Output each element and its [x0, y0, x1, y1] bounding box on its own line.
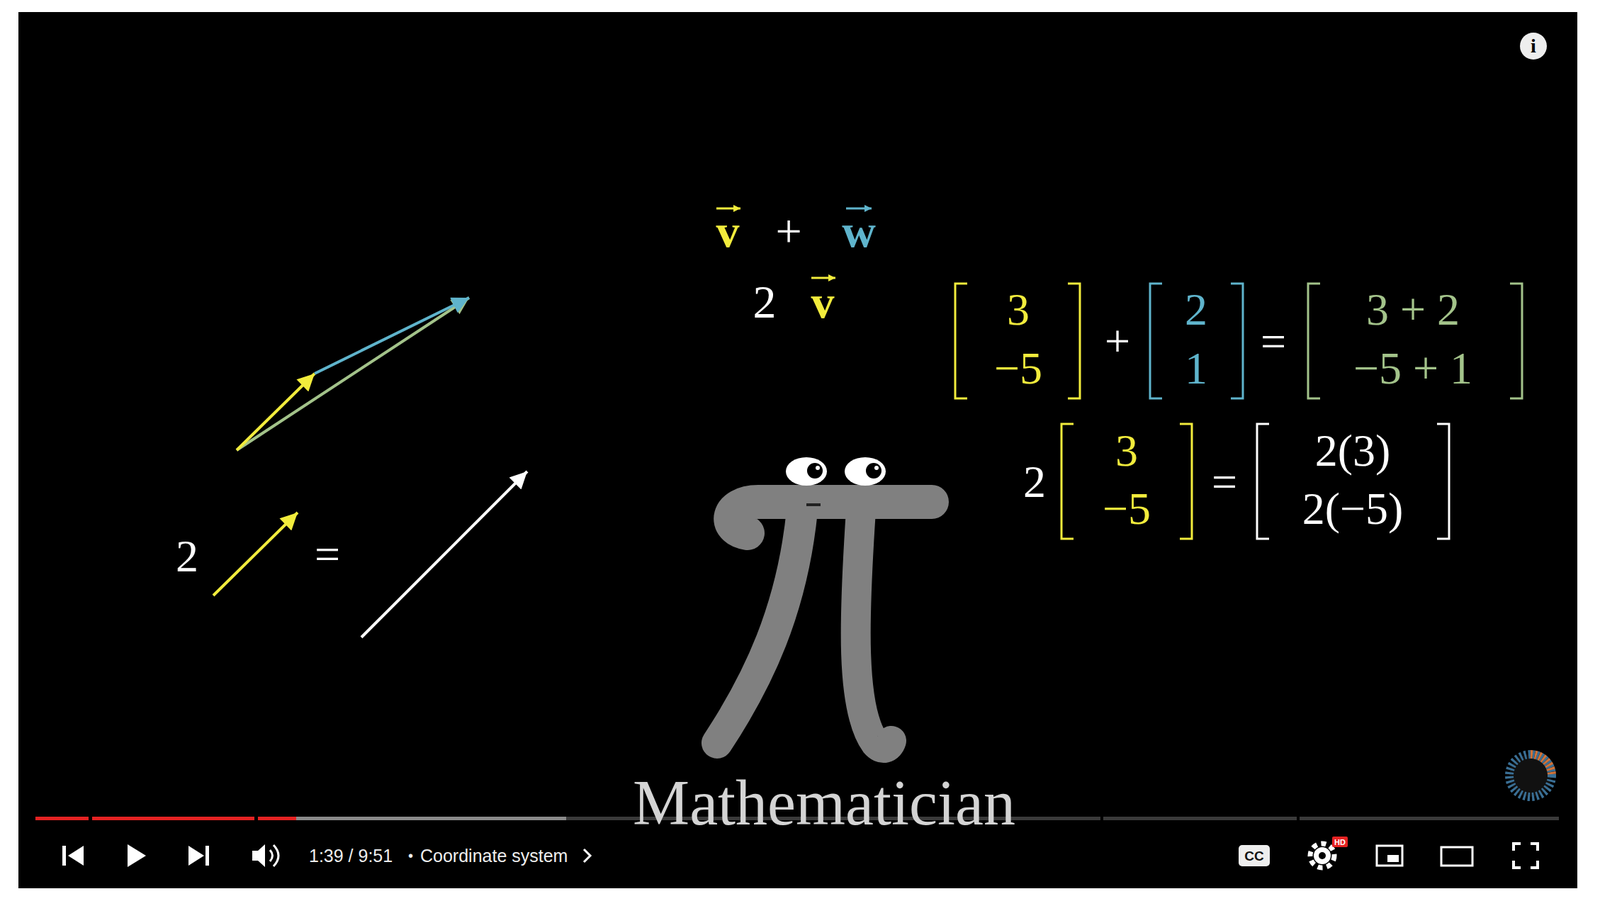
vector-w — [314, 297, 470, 374]
matrix-entry: −5 — [994, 345, 1043, 392]
operator: = — [314, 531, 341, 577]
operator: + — [775, 207, 802, 255]
operator: = — [1211, 459, 1238, 505]
info-icon-letter: i — [1530, 36, 1537, 56]
loading-spinner — [1509, 753, 1552, 797]
scalar: 2 — [1023, 459, 1046, 505]
operator: + — [1104, 318, 1131, 365]
vector-symbol: v — [716, 207, 740, 255]
video-background — [18, 12, 1578, 888]
matrix-entry: 3 + 2 — [1366, 286, 1460, 333]
matrix-entry: 1 — [1184, 345, 1208, 392]
matrix-entry: 3 — [1115, 427, 1138, 474]
captions-button-text: CC — [1244, 848, 1264, 863]
matrix-entry: 2 — [1184, 286, 1208, 333]
scalar: 2 — [753, 278, 777, 326]
matrix-entry: 3 — [1006, 286, 1030, 333]
scalar: 2 — [175, 533, 199, 579]
player-controls — [62, 836, 1538, 868]
scaled-vector — [361, 471, 528, 638]
vector-symbol: w — [841, 207, 876, 255]
matrix-entry: 2(−5) — [1302, 486, 1404, 532]
vector-v — [236, 373, 315, 450]
vector-v — [213, 512, 298, 596]
info-icon — [1519, 32, 1547, 60]
matrix-entry: −5 + 1 — [1353, 345, 1473, 392]
hd-badge-text: HD — [1334, 838, 1346, 847]
sum-vector — [236, 297, 470, 450]
vector-symbol: v — [811, 278, 835, 326]
matrix-entry: 2(3) — [1315, 427, 1391, 474]
separator-dot: • — [408, 848, 414, 863]
time-display: 1:39 / 9:51 — [308, 846, 393, 865]
matrix-brackets — [955, 283, 1523, 539]
chapter-title: Coordinate system — [420, 846, 568, 865]
matrix-entry: −5 — [1102, 486, 1151, 532]
operator: = — [1260, 318, 1287, 365]
pi-creature — [717, 457, 932, 748]
character-caption: Mathematician — [632, 770, 1016, 835]
